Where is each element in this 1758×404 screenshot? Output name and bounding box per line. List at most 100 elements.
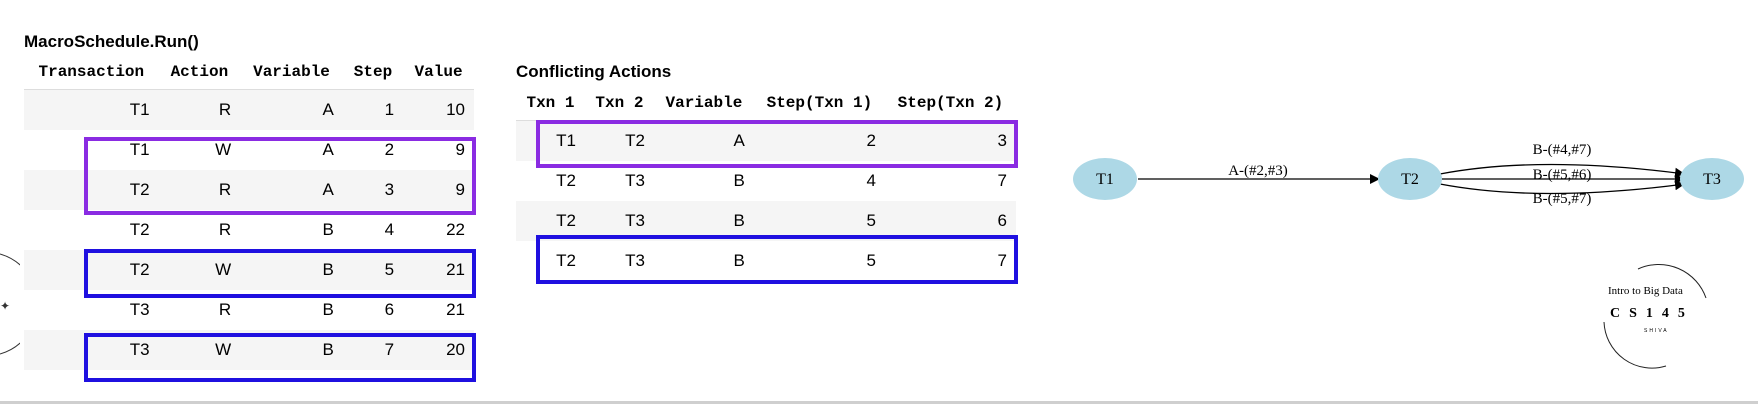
cell-txn1: T2 [556,171,576,190]
column-header-txn2: Txn 2 [584,86,654,121]
graph-node-t2: T2 [1378,158,1442,200]
column-header-action: Action [158,55,241,90]
column-header-transaction: Transaction [24,55,159,90]
table-row: T2 T3 B 5 7 [516,241,1016,281]
cell-txn1: T2 [556,251,576,270]
cell-variable: B [653,201,754,241]
cell-value: 22 [446,220,465,239]
node-label: T2 [1401,171,1419,188]
cell-step-txn2: 7 [997,251,1007,270]
table-row: T2 W B 5 21 [24,250,474,290]
edge-t2-t3 [1439,163,1686,178]
table-row: T2 T3 B 5 6 [516,201,1016,241]
cell-transaction: T3 [129,300,150,319]
cell-step: 2 [384,140,395,159]
cell-variable: B [240,330,343,370]
column-header-step: Step [342,55,404,90]
cell-step-txn1: 5 [866,251,876,270]
logo-author: SHIVA [1644,328,1669,334]
cell-variable: B [733,251,745,270]
cell-step-txn2: 7 [997,171,1007,190]
cell-step: 4 [384,220,395,239]
table-row: T2 R A 3 9 [24,170,474,210]
cell-transaction: T2 [24,170,159,210]
cell-variable: B [240,250,343,290]
cell-variable: A [240,89,343,130]
column-header-step-txn2: Step(Txn 2) [884,86,1016,121]
cell-step: 3 [342,170,404,210]
cell-variable: A [653,120,754,161]
partial-logo-circle: ✦ [0,253,20,355]
schedule-table: Transaction Action Variable Step Value T… [24,55,474,370]
graph-node-t3: T3 [1680,158,1744,200]
course-logo: Intro to Big Data CS145 SHIVA [1596,262,1716,372]
cell-step: 5 [342,250,404,290]
cell-action: R [158,170,241,210]
column-header-value: Value [403,55,474,90]
cell-step-txn2: 6 [884,201,1016,241]
cell-step-txn1: 5 [753,201,885,241]
cell-variable: A [322,140,334,159]
cell-action: R [158,89,241,130]
column-header-txn1: Txn 1 [516,86,585,121]
cell-txn1: T2 [516,201,585,241]
cell-value: 10 [403,89,474,130]
cell-transaction: T2 [24,250,159,290]
conflicts-title: Conflicting Actions [516,62,672,81]
cell-variable: A [240,170,343,210]
table-row: T3 W B 7 20 [24,330,474,370]
column-header-variable: Variable [653,86,754,121]
logo-subtitle: Intro to Big Data [1608,285,1683,297]
edge-label: B-(#5,#6) [1533,167,1592,183]
edge-label: B-(#4,#7) [1533,142,1592,158]
conflicts-header-row: Txn 1 Txn 2 Variable Step(Txn 1) Step(Tx… [516,86,1016,121]
cell-txn2: T2 [584,120,654,161]
schedule-header-row: Transaction Action Variable Step Value [24,55,474,90]
table-row: T2 T3 B 4 7 [516,161,1016,201]
column-header-variable: Variable [240,55,343,90]
table-row: T1 W A 2 9 [24,130,474,170]
cell-txn2: T3 [625,251,645,270]
cell-step-txn1: 2 [753,120,885,161]
column-header-step-txn1: Step(Txn 1) [753,86,885,121]
cell-step: 6 [384,300,395,319]
edge-label: A-(#2,#3) [1228,163,1288,179]
cell-txn2: T3 [584,201,654,241]
schedule-title: MacroSchedule.Run() [24,32,199,51]
cell-action: W [158,330,241,370]
table-row: T1 T2 A 2 3 [516,120,1016,161]
table-row: T3 R B 6 21 [24,290,474,330]
cell-transaction: T1 [129,140,150,159]
cell-value: 9 [455,140,465,159]
node-label: T1 [1096,171,1114,188]
cell-transaction: T1 [24,89,159,130]
cell-txn2: T3 [625,171,645,190]
cell-step: 7 [342,330,404,370]
cell-value: 21 [403,250,474,290]
cell-action: R [218,300,232,319]
conflicts-table: Txn 1 Txn 2 Variable Step(Txn 1) Step(Tx… [516,86,1016,281]
cell-transaction: T2 [129,220,150,239]
svg-text:✦: ✦ [0,299,10,313]
cell-variable: B [322,220,334,239]
cell-variable: B [322,300,334,319]
cell-value: 20 [403,330,474,370]
cell-action: W [215,140,232,159]
cell-step: 1 [342,89,404,130]
table-row: T1 R A 1 10 [24,89,474,130]
conflict-graph: A-(#2,#3) B-(#4,#7) B-(#5,#6) B-(#5,#7) … [1073,142,1744,207]
cell-action: W [158,250,241,290]
edge-t2-t3 [1439,180,1686,195]
cell-txn1: T1 [516,120,585,161]
cell-step-txn1: 4 [866,171,876,190]
cell-action: R [218,220,232,239]
node-label: T3 [1703,171,1721,188]
bottom-divider [0,401,1758,404]
cell-variable: B [733,171,745,190]
table-row: T2 R B 4 22 [24,210,474,250]
cell-value: 21 [446,300,465,319]
graph-node-t1: T1 [1073,158,1137,200]
cell-transaction: T3 [24,330,159,370]
edge-label: B-(#5,#7) [1533,191,1592,207]
cell-step-txn2: 3 [884,120,1016,161]
